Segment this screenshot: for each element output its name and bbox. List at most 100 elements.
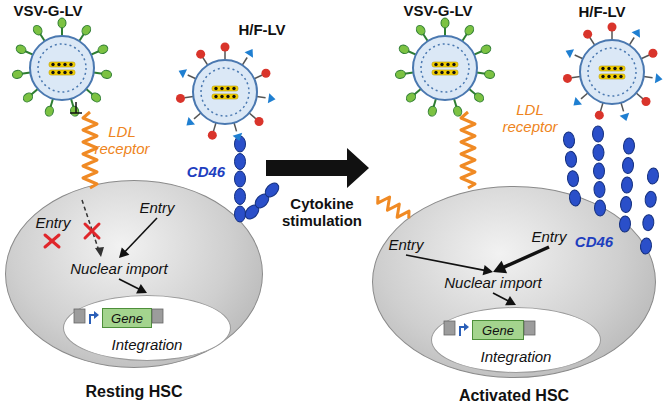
step-text: Entry [531, 228, 566, 246]
spike-head [32, 24, 44, 37]
genome-dot [232, 87, 235, 90]
promoter-head [464, 323, 469, 331]
spike-stem [571, 77, 580, 78]
spike-stem [636, 93, 643, 99]
virus-name: VSV-G-LV [404, 3, 473, 20]
virus-name: VSV-G-LV [14, 3, 83, 20]
step-text: Nuclear import [444, 274, 542, 292]
virus-capsid [421, 44, 469, 92]
virus-genome [432, 70, 458, 75]
spike-stem [71, 99, 74, 108]
vsvg-virus [12, 18, 112, 117]
virus-envelope [580, 40, 644, 104]
f-protein [245, 49, 253, 58]
cd46-bead [243, 202, 262, 221]
genome-dot [51, 71, 54, 74]
cd46-bead [565, 151, 578, 168]
ldl-receptor [374, 191, 412, 223]
spike-stem [25, 51, 33, 55]
genome-dot [220, 87, 223, 90]
spike-stem [600, 103, 603, 112]
spike-stem [50, 99, 53, 108]
receptor-name: LDL receptor [87, 124, 157, 157]
h-protein [261, 69, 270, 78]
spike-head [441, 18, 449, 28]
spike-head [69, 105, 79, 117]
virus-genome [49, 70, 75, 75]
spike-stem [188, 75, 196, 79]
cross-stroke [85, 224, 99, 238]
cd46-bead [569, 189, 582, 206]
blocked-arrowhead [95, 247, 104, 257]
genome-dot [613, 67, 616, 70]
genome-dot [446, 63, 449, 66]
genome-dot [63, 63, 66, 66]
genome-dot [440, 71, 443, 74]
spike-stem [21, 73, 30, 74]
spike-stem [257, 97, 266, 98]
f-protein [655, 73, 663, 83]
step-text: Entry [35, 214, 70, 232]
cross-stroke [85, 224, 99, 238]
step-text: Integration [64, 336, 230, 353]
h-protein [563, 74, 572, 83]
ltr-box [74, 309, 85, 323]
nucleus-ellipse: Integration Gene [431, 307, 601, 373]
gene-label: Gene [111, 311, 143, 326]
spike-stem [213, 123, 216, 132]
arrowhead [493, 261, 507, 273]
receptor-name: CD46 [187, 164, 225, 181]
f-protein [566, 49, 574, 58]
spike-head [463, 24, 475, 37]
gene-box: Gene [472, 320, 524, 340]
spike-head [395, 70, 406, 79]
step-text: Integration [432, 348, 600, 365]
genome-dot [214, 95, 217, 98]
ldl-receptor [461, 112, 475, 188]
spike-head [15, 44, 27, 55]
nucleus-ellipse: Integration Gene [63, 295, 231, 361]
genome-dot [446, 71, 449, 74]
cd46-bead [622, 157, 634, 174]
spike-stem [611, 31, 613, 40]
spike-stem [629, 38, 634, 46]
ltr-box [444, 321, 455, 335]
genome-dot [63, 71, 66, 74]
virus-capsid [201, 68, 249, 116]
cd46-bead [593, 163, 604, 179]
arrow-line [119, 279, 139, 289]
cd46-bead [567, 170, 580, 187]
spike-head [90, 91, 103, 104]
h-protein [196, 50, 205, 59]
spike-head [473, 91, 486, 104]
spike-stem [474, 51, 482, 55]
genome-dot [69, 63, 72, 66]
arrowhead [483, 265, 493, 275]
genome-dot [57, 71, 60, 74]
cd46-bead [253, 191, 272, 210]
spike-head [101, 70, 112, 79]
genome-dot [452, 71, 455, 74]
genome-dot [619, 75, 622, 78]
flow-arrow [406, 255, 493, 275]
f-protein [573, 97, 582, 105]
virus-genome [599, 74, 625, 79]
cd46-bead [594, 181, 605, 197]
spike-stem [590, 38, 595, 46]
spike-head [405, 91, 418, 104]
spike-stem [234, 123, 237, 132]
spike-stem [94, 73, 103, 74]
genome-dot [220, 95, 223, 98]
cell-title: Resting HSC [0, 383, 292, 401]
h-protein [595, 111, 604, 120]
block-arrow [266, 148, 369, 188]
f-protein [620, 113, 630, 121]
ldl-receptor [83, 112, 97, 188]
virus-genome [212, 94, 238, 99]
step-text: Nuclear import [444, 274, 542, 291]
spike-stem [61, 27, 63, 36]
h-protein [255, 117, 264, 126]
spike-stem [581, 93, 588, 99]
flow-arrow [119, 279, 147, 293]
